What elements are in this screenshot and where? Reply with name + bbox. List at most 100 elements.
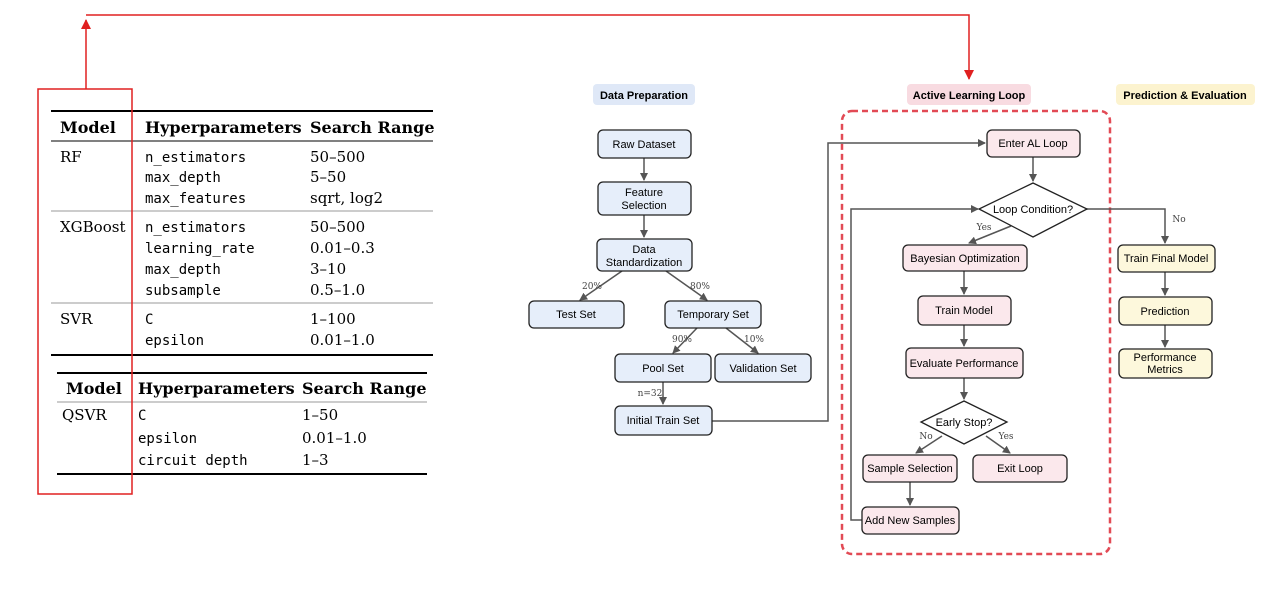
table-range: 1–50 (302, 406, 338, 424)
node-feature-selection: Feature Selection (597, 181, 692, 216)
svg-text:Test Set: Test Set (556, 309, 596, 321)
section-badge-active-learning-loop: Active Learning Loop (907, 84, 1031, 105)
svg-text:Selection: Selection (621, 200, 666, 212)
edge-label-n32: n=32 (638, 389, 663, 399)
edge-label-early-yes: Yes (997, 432, 1013, 442)
svg-text:Early Stop?: Early Stop? (936, 417, 993, 429)
table-range: 0.01–1.0 (310, 331, 375, 349)
table-model-rf: RF (60, 148, 82, 166)
table-range: 0.01–1.0 (302, 429, 367, 447)
table-param: circuit depth (138, 453, 248, 469)
svg-text:Raw Dataset: Raw Dataset (613, 139, 676, 151)
table-header-search-range: Search Range (310, 118, 435, 137)
table-header-model: Model (66, 379, 122, 398)
table-param: C (138, 408, 146, 424)
node-evaluate-performance: Evaluate Performance (905, 347, 1024, 379)
svg-text:Active Learning Loop: Active Learning Loop (913, 90, 1026, 102)
node-enter-al-loop: Enter AL Loop (986, 129, 1081, 158)
highlight-connector-arrow-to-al-loop (86, 14, 974, 80)
node-performance-metrics: Performance Metrics (1118, 348, 1213, 379)
table-range: 0.5–1.0 (310, 281, 365, 299)
svg-text:Initial Train Set: Initial Train Set (627, 415, 700, 427)
edge-label-90: 90% (672, 335, 692, 345)
table-param: max_depth (145, 262, 221, 278)
node-bayesian-optimization: Bayesian Optimization (902, 244, 1028, 272)
table-range: 1–100 (310, 310, 356, 328)
svg-text:Sample Selection: Sample Selection (867, 463, 953, 475)
table-param: epsilon (145, 333, 204, 349)
hyperparameter-table-quantum: Model Hyperparameters Search Range QSVR … (57, 372, 427, 475)
table-range: 50–500 (310, 218, 365, 236)
svg-text:Data: Data (632, 244, 656, 256)
svg-text:Pool Set: Pool Set (642, 363, 684, 375)
svg-text:Performance: Performance (1134, 352, 1197, 364)
node-add-new-samples: Add New Samples (861, 506, 960, 535)
svg-text:Add New Samples: Add New Samples (865, 515, 956, 527)
table-range: 3–10 (310, 260, 346, 278)
edge-label-10: 10% (744, 335, 764, 345)
table-param: epsilon (138, 431, 197, 447)
flow-edges (579, 139, 1169, 521)
svg-text:Train Final Model: Train Final Model (1124, 253, 1209, 265)
node-sample-selection: Sample Selection (862, 454, 958, 483)
edge-standardization-to-temporary (665, 270, 708, 301)
table-range: 5–50 (310, 168, 346, 186)
node-test-set: Test Set (528, 300, 625, 329)
table-header-hyperparameters: Hyperparameters (145, 118, 302, 137)
svg-text:Prediction: Prediction (1141, 306, 1190, 318)
node-train-model: Train Model (917, 295, 1012, 326)
svg-text:Evaluate Performance: Evaluate Performance (910, 358, 1019, 370)
edge-earlystop-yes (985, 435, 1011, 454)
table-model-svr: SVR (60, 310, 93, 328)
table-param: max_features (145, 191, 246, 207)
table-param: n_estimators (145, 220, 246, 236)
node-exit-loop: Exit Loop (972, 454, 1068, 483)
svg-text:Temporary Set: Temporary Set (677, 309, 749, 321)
edge-temporary-to-pool (672, 327, 698, 354)
edge-standardization-to-test (579, 270, 623, 301)
table-header-model: Model (60, 118, 116, 137)
section-badge-data-preparation: Data Preparation (593, 84, 695, 105)
svg-text:Feature: Feature (625, 187, 663, 199)
svg-text:Bayesian Optimization: Bayesian Optimization (910, 253, 1019, 265)
section-badge-prediction-evaluation: Prediction & Evaluation (1116, 84, 1255, 105)
node-temporary-set: Temporary Set (664, 300, 762, 329)
edge-add-back-to-condition (850, 205, 979, 521)
edge-earlystop-no (915, 435, 943, 454)
table-model-qsvr: QSVR (62, 406, 107, 424)
table-model-xgboost: XGBoost (60, 218, 125, 236)
table-param: max_depth (145, 170, 221, 186)
table-param: C (145, 312, 153, 328)
table-range: 50–500 (310, 148, 365, 166)
table-range: 0.01–0.3 (310, 239, 375, 257)
table-range: sqrt, log2 (310, 189, 383, 207)
svg-text:Train Model: Train Model (935, 305, 993, 317)
table-param: n_estimators (145, 150, 246, 166)
model-column-highlight (37, 88, 133, 495)
edge-label-80: 80% (690, 282, 710, 292)
edge-condition-yes (968, 225, 1012, 245)
edge-initial-to-enter-al (712, 139, 986, 422)
svg-text:Validation Set: Validation Set (729, 363, 796, 375)
edge-label-early-no: No (919, 432, 932, 442)
svg-text:Data Preparation: Data Preparation (600, 90, 688, 102)
table-range: 1–3 (302, 451, 329, 469)
edge-temporary-to-validation (725, 327, 759, 354)
node-early-stop-decision: Early Stop? (919, 400, 1009, 445)
edge-condition-no (1086, 208, 1169, 244)
al-loop-container (840, 109, 1112, 556)
edge-label-20: 20% (582, 282, 602, 292)
node-validation-set: Validation Set (714, 353, 812, 383)
hyperparameter-table-main: Model Hyperparameters Search Range RF n_… (51, 110, 435, 356)
node-pool-set: Pool Set (614, 353, 712, 383)
svg-text:Metrics: Metrics (1147, 364, 1183, 376)
node-initial-train-set: Initial Train Set (614, 405, 713, 436)
node-prediction: Prediction (1118, 296, 1213, 326)
table-header-hyperparameters: Hyperparameters (138, 379, 295, 398)
svg-text:Prediction & Evaluation: Prediction & Evaluation (1123, 90, 1247, 102)
node-data-standardization: Data Standardization (596, 238, 693, 272)
edge-label-loop-yes: Yes (975, 223, 991, 233)
table-header-search-range: Search Range (302, 379, 427, 398)
edge-labels: 20% 80% 90% 10% n=32 Yes No No Yes (582, 215, 1186, 442)
